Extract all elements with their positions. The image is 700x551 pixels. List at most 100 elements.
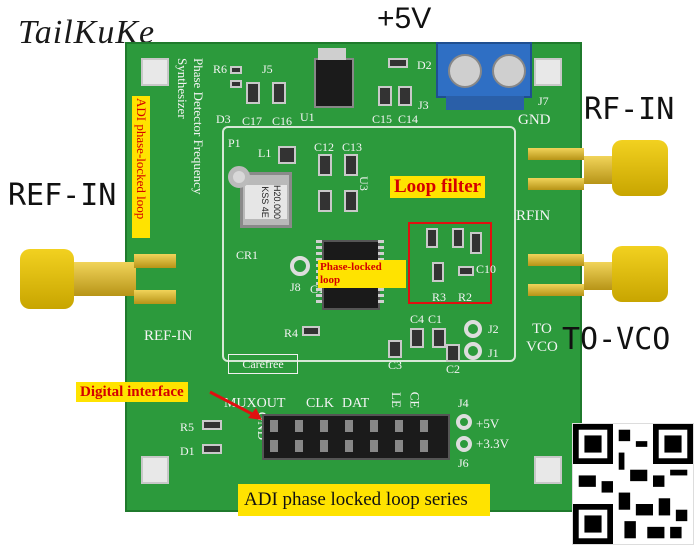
silk-d3: D3: [216, 112, 231, 126]
silk-c14: C14: [398, 112, 419, 126]
header-pin-row-bottom: [270, 440, 444, 452]
header-pin-row-top: [270, 420, 444, 432]
digital-interface-arrow: [209, 390, 262, 420]
via-p1: [228, 166, 250, 188]
to-vco-label: TO-VCO: [562, 322, 671, 357]
silk-le: LE: [388, 392, 404, 408]
silk-j4: J4: [458, 396, 469, 410]
silk-to-vco: TO VCO: [526, 321, 558, 355]
silk-c15: C15: [372, 112, 393, 126]
ref-in-pin-bottom: [134, 290, 176, 304]
silk-c17: C17: [242, 114, 263, 128]
mounting-hole-bottom-left: [141, 456, 169, 484]
silk-c2: C2: [446, 362, 461, 376]
test-point-j4: [456, 414, 472, 430]
silk-c3: C3: [388, 358, 403, 372]
ref-in-sma-cap: [20, 249, 74, 309]
silk-r5: R5: [180, 420, 195, 434]
silk-c10: C10: [476, 262, 497, 276]
carefree-logo: Carefree: [228, 354, 298, 374]
component-loop-c2: [452, 228, 464, 248]
terminal-base: [446, 96, 524, 110]
test-point-j8: [290, 256, 310, 276]
component-loop-r3: [432, 262, 444, 282]
silk-u3: U3: [356, 176, 371, 191]
component-c12: [318, 154, 332, 176]
component-c3: [388, 340, 402, 358]
vertical-side-label: ADI phase-locked loop: [132, 96, 150, 238]
component-c14: [398, 86, 412, 106]
silk-dat: DAT: [342, 396, 370, 411]
silk-j8: J8: [290, 280, 301, 294]
silk-gnd-top: GND: [518, 112, 551, 128]
component-loop-c1: [426, 228, 438, 248]
silk-ce: CE: [407, 391, 423, 409]
vco-pin-top: [528, 254, 584, 266]
rf-in-sma-cap: [612, 140, 668, 196]
silk-clk: CLK: [306, 396, 334, 411]
component-loop-r2: [458, 266, 474, 276]
silk-l1: L1: [258, 146, 272, 160]
terminal-screw-2: [492, 54, 526, 88]
vertical-title: Phase Detector Frequency Synthesizer: [175, 58, 206, 195]
power-label: +5V: [377, 2, 432, 35]
qr-code-image: [573, 424, 693, 544]
test-point-j1: [464, 342, 482, 360]
silk-rfin: RFIN: [516, 208, 551, 224]
silk-u1: U1: [300, 110, 315, 124]
silk-j3: J3: [418, 98, 429, 112]
silk-c1: C1: [428, 312, 443, 326]
vco-sma-cap: [612, 246, 668, 302]
silk-c12: C12: [314, 140, 335, 154]
component-c-a: [318, 190, 332, 212]
component-c15: [378, 86, 392, 106]
component-c13: [344, 154, 358, 176]
silk-j5: J5: [262, 62, 273, 76]
component-c17: [246, 82, 260, 104]
crystal-label: H20.000 KSS 4E: [245, 185, 287, 219]
silk-p1: P1: [228, 136, 241, 150]
component-d1: [202, 444, 222, 454]
mounting-hole-top-right: [534, 58, 562, 86]
silk-d2: D2: [417, 58, 432, 72]
loop-filter-label: Loop filter: [390, 176, 486, 198]
silk-r4: R4: [284, 326, 299, 340]
component-r6: [230, 66, 242, 74]
ref-in-pin-top: [134, 254, 176, 268]
voltage-regulator-u1: [314, 58, 354, 108]
series-label: ADI phase locked loop series: [238, 484, 490, 516]
pcb-outline-trace: [222, 126, 516, 362]
test-point-j2: [464, 320, 482, 338]
silk-j6: J6: [458, 456, 469, 470]
component-c16: [272, 82, 286, 104]
test-point-j6: [456, 436, 472, 452]
component-r4: [302, 326, 320, 336]
pll-label: Phase-locked loop: [318, 260, 406, 288]
rf-in-label: RF-IN: [584, 92, 675, 127]
silk-r3: R3: [432, 290, 447, 304]
component-r6b: [230, 80, 242, 88]
silk-j1: J1: [488, 346, 499, 360]
silk-j2: J2: [488, 322, 499, 336]
rf-in-pin-bottom: [528, 178, 584, 190]
rf-in-pin-top: [528, 148, 584, 160]
qr-code: [572, 423, 694, 545]
regulator-tab: [318, 48, 346, 60]
silk-ref-in: REF-IN: [144, 328, 193, 344]
component-c4: [410, 328, 424, 348]
loop-filter-box: [408, 222, 492, 304]
component-loop-c3: [470, 232, 482, 254]
silk-c13: C13: [342, 140, 363, 154]
component-c-b: [344, 190, 358, 212]
silk-d1: D1: [180, 444, 195, 458]
silk-cr1: CR1: [236, 248, 259, 262]
component-d2: [388, 58, 408, 68]
silk-plus33: +3.3V: [476, 436, 509, 451]
terminal-screw-1: [448, 54, 482, 88]
mounting-hole-bottom-right: [534, 456, 562, 484]
component-l1: [278, 146, 296, 164]
ref-in-sma-barrel: [74, 262, 136, 296]
component-c1: [432, 328, 446, 348]
silk-r6: R6: [213, 62, 228, 76]
vco-pin-bottom: [528, 284, 584, 296]
